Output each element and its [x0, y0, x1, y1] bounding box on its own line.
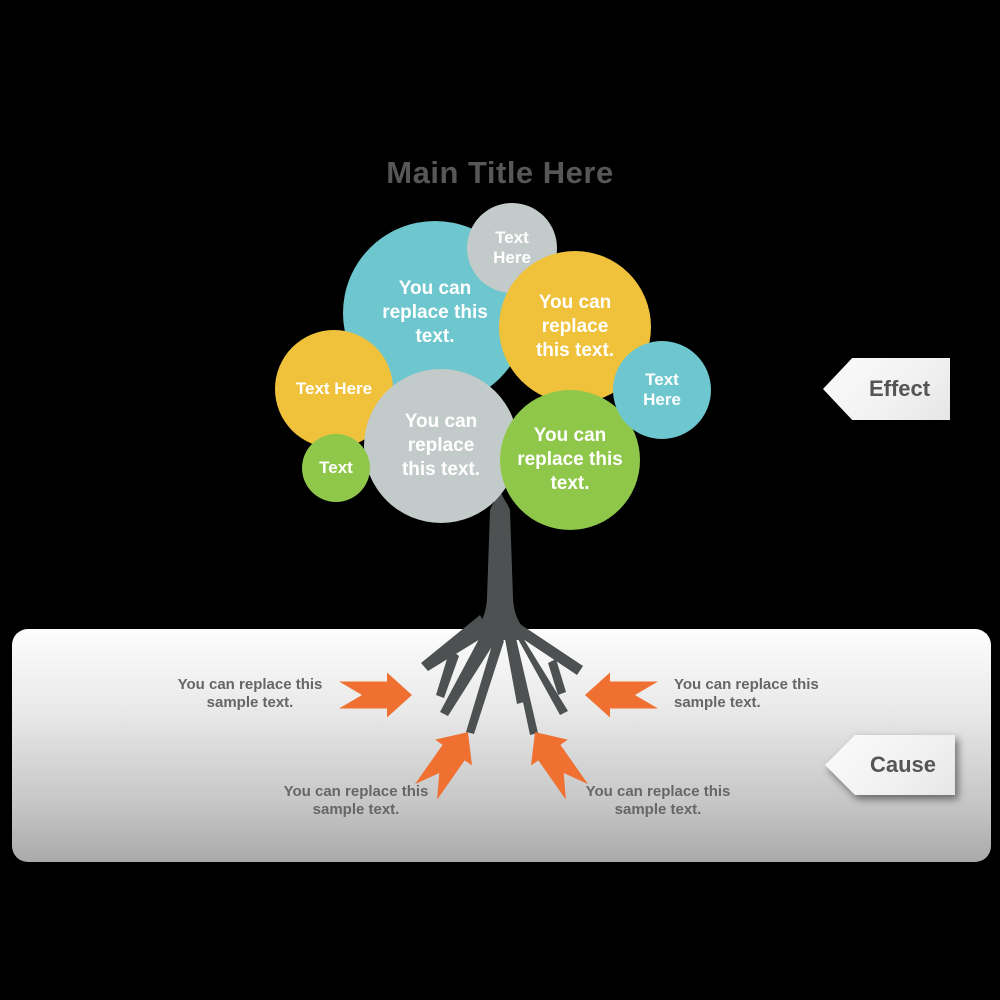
cause-text-bottom-left: You can replace this sample text. — [283, 783, 429, 818]
cause-text-top-left: You can replace this sample text. — [177, 676, 323, 711]
ground-band — [12, 629, 991, 862]
bubble-label: You can replace this text. — [535, 292, 615, 361]
bubble-label: Text — [319, 458, 353, 477]
effect-tag: Effect — [823, 358, 950, 420]
bubble-teal-small: Text Here — [613, 341, 711, 439]
cause-text-top-right: You can replace this sample text. — [674, 676, 819, 711]
cause-arrow-bottom-right-icon — [530, 732, 588, 800]
tree-trunk-roots-icon — [421, 492, 583, 735]
cause-arrow-left-icon — [339, 672, 412, 718]
cause-tag-label: Cause — [869, 752, 937, 777]
page-title: Main Title Here — [386, 155, 614, 190]
effect-tag-label: Effect — [868, 376, 931, 401]
cause-text-bottom-right: You can replace this sample text. — [585, 783, 731, 818]
bubble-label: You can replace this text. — [517, 425, 623, 494]
bubble-green-small: Text — [302, 434, 370, 502]
bubble-label: Text Here — [295, 378, 373, 398]
cause-arrow-bottom-left-icon — [415, 732, 473, 800]
bubble-label: Text Here — [643, 369, 681, 409]
bubble-label: You can replace this text. — [401, 411, 481, 480]
bubble-label: You can replace this text. — [382, 278, 488, 347]
bubble-label: Text Here — [493, 227, 531, 267]
cause-arrow-right-icon — [585, 672, 658, 718]
cause-tag: Cause — [825, 735, 955, 795]
bubble-green-large: You can replace this text. — [500, 390, 640, 530]
bubble-gray-center: You can replace this text. — [364, 369, 518, 523]
